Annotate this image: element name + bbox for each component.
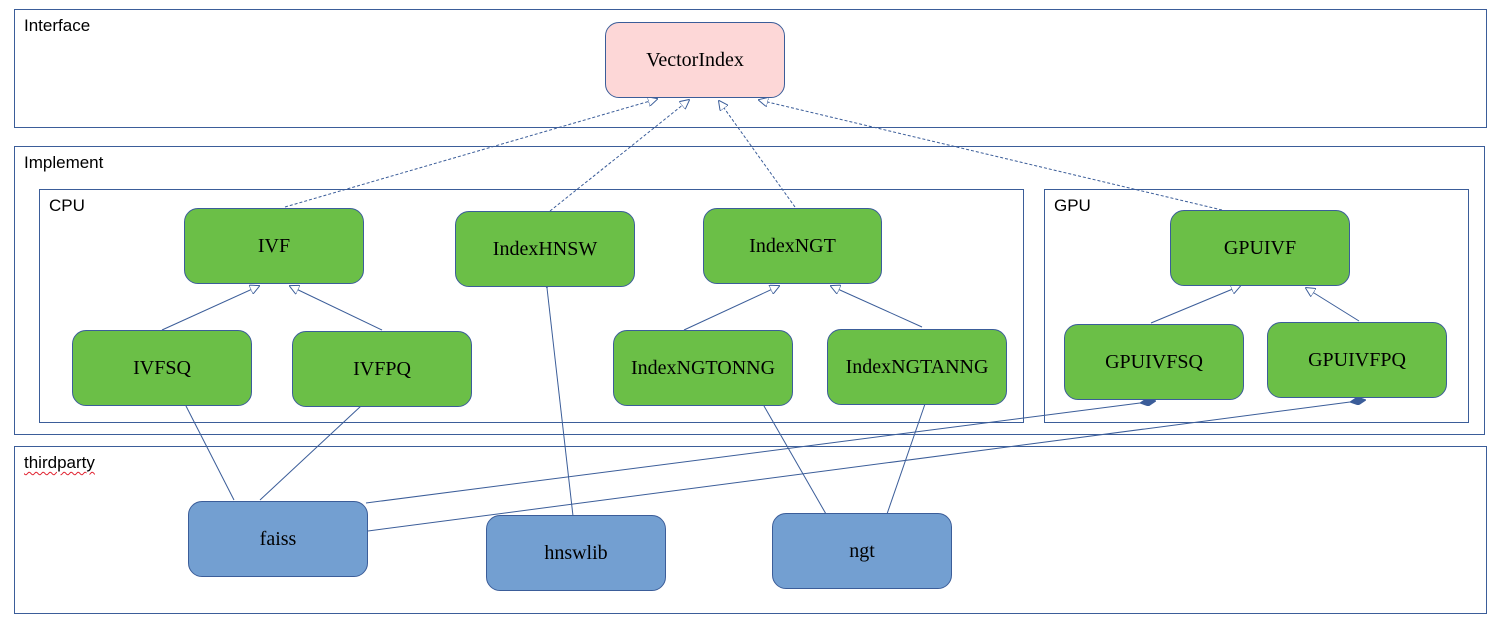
node-gpuivfsq-label: GPUIVFSQ: [1105, 350, 1203, 373]
node-ivf-label: IVF: [257, 234, 291, 257]
node-gpuivfpq-label: GPUIVFPQ: [1308, 348, 1406, 371]
node-hnswlib[interactable]: hnswlib: [486, 515, 666, 591]
interface-frame-label: Interface: [24, 16, 91, 35]
node-hnswlib-label: hnswlib: [544, 541, 608, 564]
node-ngt[interactable]: ngt: [772, 513, 952, 589]
node-indexngt-label: IndexNGT: [749, 234, 836, 257]
node-gpuivfsq[interactable]: GPUIVFSQ: [1064, 324, 1244, 400]
node-indexngt[interactable]: IndexNGT: [703, 208, 882, 284]
node-indexhnsw-label: IndexHNSW: [492, 237, 598, 260]
node-ivfpq[interactable]: IVFPQ: [292, 331, 472, 407]
node-indexngtanng[interactable]: IndexNGTANNG: [827, 329, 1007, 405]
node-indexngtonng-label: IndexNGTONNG: [630, 356, 776, 379]
node-vectorindex[interactable]: VectorIndex: [605, 22, 785, 98]
node-indexngtonng[interactable]: IndexNGTONNG: [613, 330, 793, 406]
node-ivfpq-label: IVFPQ: [353, 357, 411, 380]
node-faiss[interactable]: faiss: [188, 501, 368, 577]
node-indexngtanng-label: IndexNGTANNG: [845, 355, 989, 378]
node-indexhnsw[interactable]: IndexHNSW: [455, 211, 635, 287]
thirdparty-frame-label: thirdparty: [24, 453, 95, 472]
cpu-frame-label: CPU: [49, 196, 85, 215]
implement-frame-label: Implement: [24, 153, 104, 172]
node-gpuivf[interactable]: GPUIVF: [1170, 210, 1350, 286]
node-ivfsq-label: IVFSQ: [133, 356, 191, 379]
node-ivfsq[interactable]: IVFSQ: [72, 330, 252, 406]
node-vectorindex-label: VectorIndex: [646, 48, 744, 71]
node-ngt-label: ngt: [849, 539, 875, 562]
node-gpuivfpq[interactable]: GPUIVFPQ: [1267, 322, 1447, 398]
node-ivf[interactable]: IVF: [184, 208, 364, 284]
node-gpuivf-label: GPUIVF: [1223, 236, 1297, 259]
gpu-frame-label: GPU: [1054, 196, 1091, 215]
node-faiss-label: faiss: [259, 527, 297, 550]
